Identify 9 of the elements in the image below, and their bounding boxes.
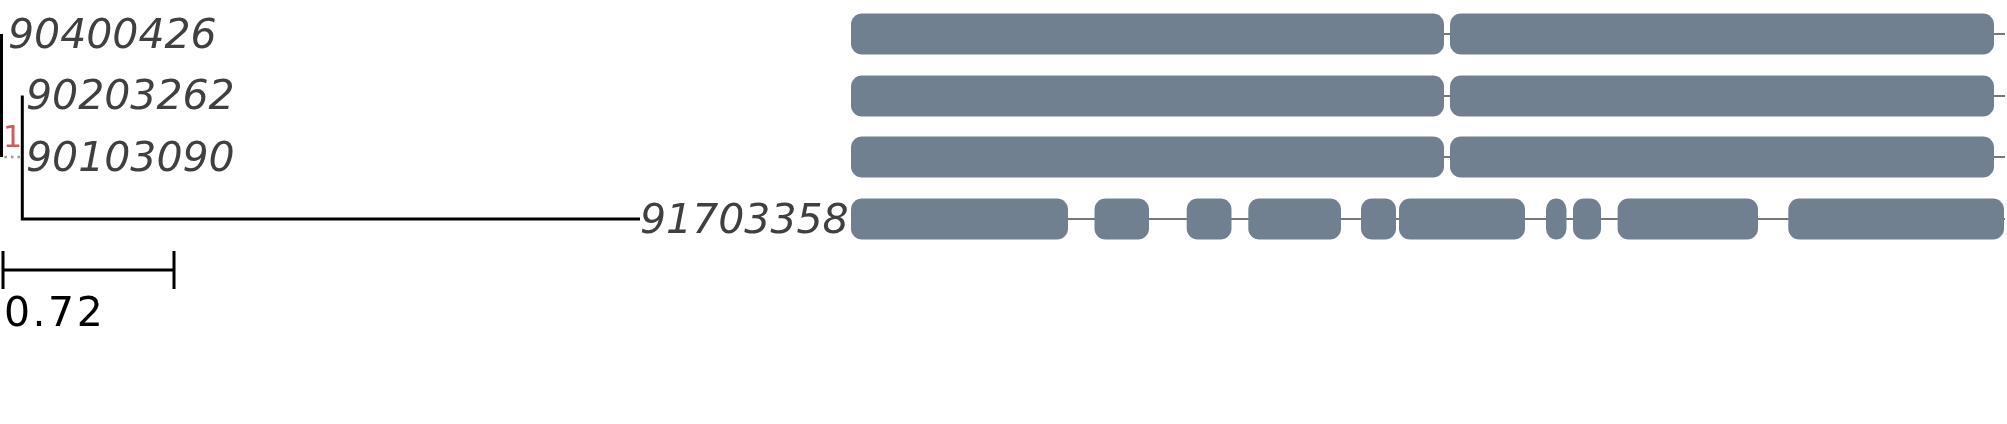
support-value: 1 bbox=[3, 122, 23, 152]
leaf-label: 90400426 bbox=[8, 13, 217, 55]
leaf-label: 90103090 bbox=[26, 136, 235, 178]
scale-value: 0.72 bbox=[4, 292, 106, 333]
tree-branch bbox=[0, 34, 3, 157]
leaf-label: 90203262 bbox=[26, 75, 235, 116]
leaf-label: 91703358 bbox=[640, 198, 849, 240]
tree-branch bbox=[20, 95, 24, 157]
tree-branch bbox=[20, 157, 640, 221]
